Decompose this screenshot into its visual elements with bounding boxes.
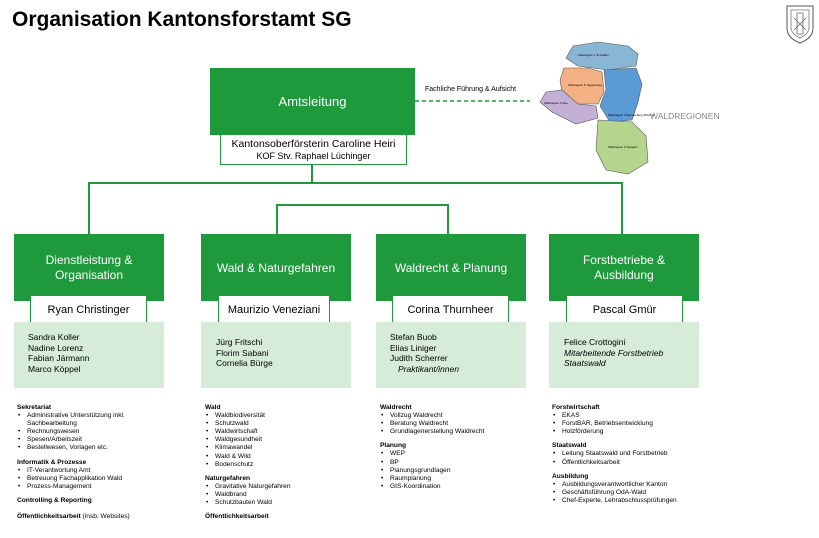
list-item: IT-Verantwortung Amt <box>18 467 182 475</box>
section-heading: Öffentlichkeitsarbeit (insb. Websites) <box>17 513 182 521</box>
responsibilities-list: Waldrecht Vollzug Waldrecht Beratung Wal… <box>380 404 545 491</box>
list-item: Bodenschutz <box>206 461 370 469</box>
section-heading: Planung <box>380 442 407 450</box>
canton-crest-icon <box>786 5 814 44</box>
deputy-name: KOF Stv. Raphael Lüchinger <box>256 151 371 161</box>
dept-box-forstbetriebe: Forstbetriebe & Ausbildung <box>549 234 699 301</box>
list-item: Schutzbauten Wald <box>206 499 370 507</box>
waldregionen-map: Waldregion 1 St.Gallen Waldregion 5 Togg… <box>539 41 655 175</box>
list-item: EKAS <box>553 412 717 420</box>
section-heading-suffix: (insb. Websites) <box>80 513 130 521</box>
staff-panel: Stefan Buob Elias Liniger Judith Scherre… <box>376 322 526 388</box>
section-heading: Sekretariat <box>17 404 52 411</box>
responsibilities-list: Sekretariat Administrative Unterstützung… <box>17 404 182 521</box>
amtsleitung-names: Kantonsoberförsterin Caroline Heiri KOF … <box>220 134 407 165</box>
staff-name: Marco Köppel <box>28 363 81 374</box>
section-heading: Waldrecht <box>380 404 412 411</box>
list-item: Geschäftsführung OdA-Wald <box>553 489 717 497</box>
staff-name: Praktikant/innen <box>398 363 459 374</box>
section-heading: Öffentlichkeitsarbeit <box>205 513 269 521</box>
list-item: Betreuung Fachapplikation Wald <box>18 475 182 483</box>
list-item: Planungsgrundlagen <box>381 467 545 475</box>
staff-panel: Jürg Fritschi Florim Sabani Cornelia Bür… <box>201 322 351 388</box>
staff-panel: Felice Crottogini Mitarbeitende Forstbet… <box>549 322 699 388</box>
list-item: Schutzwald <box>206 420 370 428</box>
dept-head: Maurizio Veneziani <box>218 295 330 324</box>
staff-name: Jürg Fritschi <box>216 337 263 347</box>
dept-box-waldrecht: Waldrecht & Planung <box>376 234 526 301</box>
staff-name: Felice Crottogini <box>564 337 626 347</box>
dept-title: Wald & Naturgefahren <box>216 260 336 275</box>
list-item: Ausbildungsverantwortlicher Kanton <box>553 481 717 489</box>
list-item: GIS-Koordination <box>381 483 545 491</box>
staff-name: Fabian Järmann <box>28 353 90 364</box>
map-label: WALDREGIONEN <box>650 111 720 121</box>
dept-box-wald: Wald & Naturgefahren <box>201 234 351 301</box>
leader-name: Kantonsoberförsterin Caroline Heiri <box>231 138 396 150</box>
dept-head: Ryan Christinger <box>30 295 147 324</box>
map-region-label: Waldregion 3 Sargans <box>608 145 638 149</box>
list-item: WEP <box>381 450 545 458</box>
dashed-line-label: Fachliche Führung & Aufsicht <box>425 86 517 93</box>
list-item: ForstBAR, Betriebsentwicklung <box>553 420 717 428</box>
list-item: Wald & Wild <box>206 453 370 461</box>
map-region-label: Waldregion 2 Werdenberg-Rheintal <box>608 113 655 117</box>
staff-name: Judith Scherrer <box>390 353 448 364</box>
staff-name: Florim Sabani <box>216 347 269 358</box>
responsibilities-list: Forstwirtschaft EKAS ForstBAR, Betriebse… <box>552 404 717 505</box>
list-item: Waldbiodiversität <box>206 412 370 420</box>
list-item: Waldgesundheit <box>206 436 370 444</box>
map-region-label: Waldregion 4 See <box>544 101 568 105</box>
staff-name: Sandra Koller <box>28 332 80 342</box>
dept-head: Corina Thurnheer <box>392 295 509 324</box>
dept-title: Waldrecht & Planung <box>394 260 508 275</box>
section-heading: Forstwirtschaft <box>552 404 600 411</box>
section-heading: Wald <box>205 404 221 411</box>
list-item: Administrative Unterstützung inkl. Sachb… <box>18 412 147 428</box>
staff-panel: Sandra Koller Nadine Lorenz Fabian Järma… <box>14 322 164 388</box>
list-item: Prozess-Management <box>18 483 182 491</box>
staff-name: Stefan Buob <box>390 332 437 342</box>
amtsleitung-label: Amtsleitung <box>278 94 347 109</box>
dept-title: Dienstleistung & Organisation <box>45 252 133 282</box>
list-item: Gravitative Naturgefahren <box>206 483 370 491</box>
section-heading: Controlling & Reporting <box>17 496 92 504</box>
staff-name: Nadine Lorenz <box>28 342 84 353</box>
list-item: Raumplanung <box>381 475 545 483</box>
list-item: Grundlagenerstellung Waldrecht <box>381 428 545 436</box>
staff-name: Cornelia Bürge <box>216 358 273 369</box>
dept-box-dienstleistung: Dienstleistung & Organisation <box>14 234 164 301</box>
dept-head: Pascal Gmür <box>566 295 683 324</box>
map-region-label: Waldregion 1 St.Gallen <box>578 53 609 57</box>
section-heading: Naturgefahren <box>205 474 251 482</box>
map-region-label: Waldregion 5 Toggenburg <box>568 83 603 87</box>
list-item: Chef-Experte, Lehrabschlussprüfungen <box>553 497 717 505</box>
dept-title: Forstbetriebe & Ausbildung <box>582 252 666 282</box>
responsibilities-list: Wald Waldbiodiversität Schutzwald Waldwi… <box>205 404 370 521</box>
list-item: Leitung Staatswald und Forstbetrieb <box>553 450 717 458</box>
list-item: Vollzug Waldrecht <box>381 412 545 420</box>
list-item: Waldbrand <box>206 491 370 499</box>
page-title: Organisation Kantonsforstamt SG <box>12 8 352 31</box>
list-item: Klimawandel <box>206 444 370 452</box>
list-item: BP <box>381 459 545 467</box>
section-heading: Informatik & Prozesse <box>17 458 87 466</box>
staff-name: Elias Liniger <box>390 342 437 353</box>
list-item: Spesen/Arbeitszeit <box>18 436 182 444</box>
list-item: Beratung Waldrecht <box>381 420 545 428</box>
list-item: Waldwirtschaft <box>206 428 370 436</box>
amtsleitung-box: Amtsleitung <box>210 68 415 135</box>
list-item: Bestellwesen, Vorlagen etc. <box>18 444 182 452</box>
staff-name: Mitarbeitende Forstbetrieb Staatswald <box>564 347 664 369</box>
list-item: Holzförderung <box>553 428 717 436</box>
list-item: Öffentlichkeitsarbeit <box>553 459 717 467</box>
section-heading: Ausbildung <box>552 472 589 480</box>
list-item: Rechnungswesen <box>18 428 182 436</box>
section-heading-text: Öffentlichkeitsarbeit <box>17 513 81 521</box>
section-heading: Staatswald <box>552 442 587 450</box>
